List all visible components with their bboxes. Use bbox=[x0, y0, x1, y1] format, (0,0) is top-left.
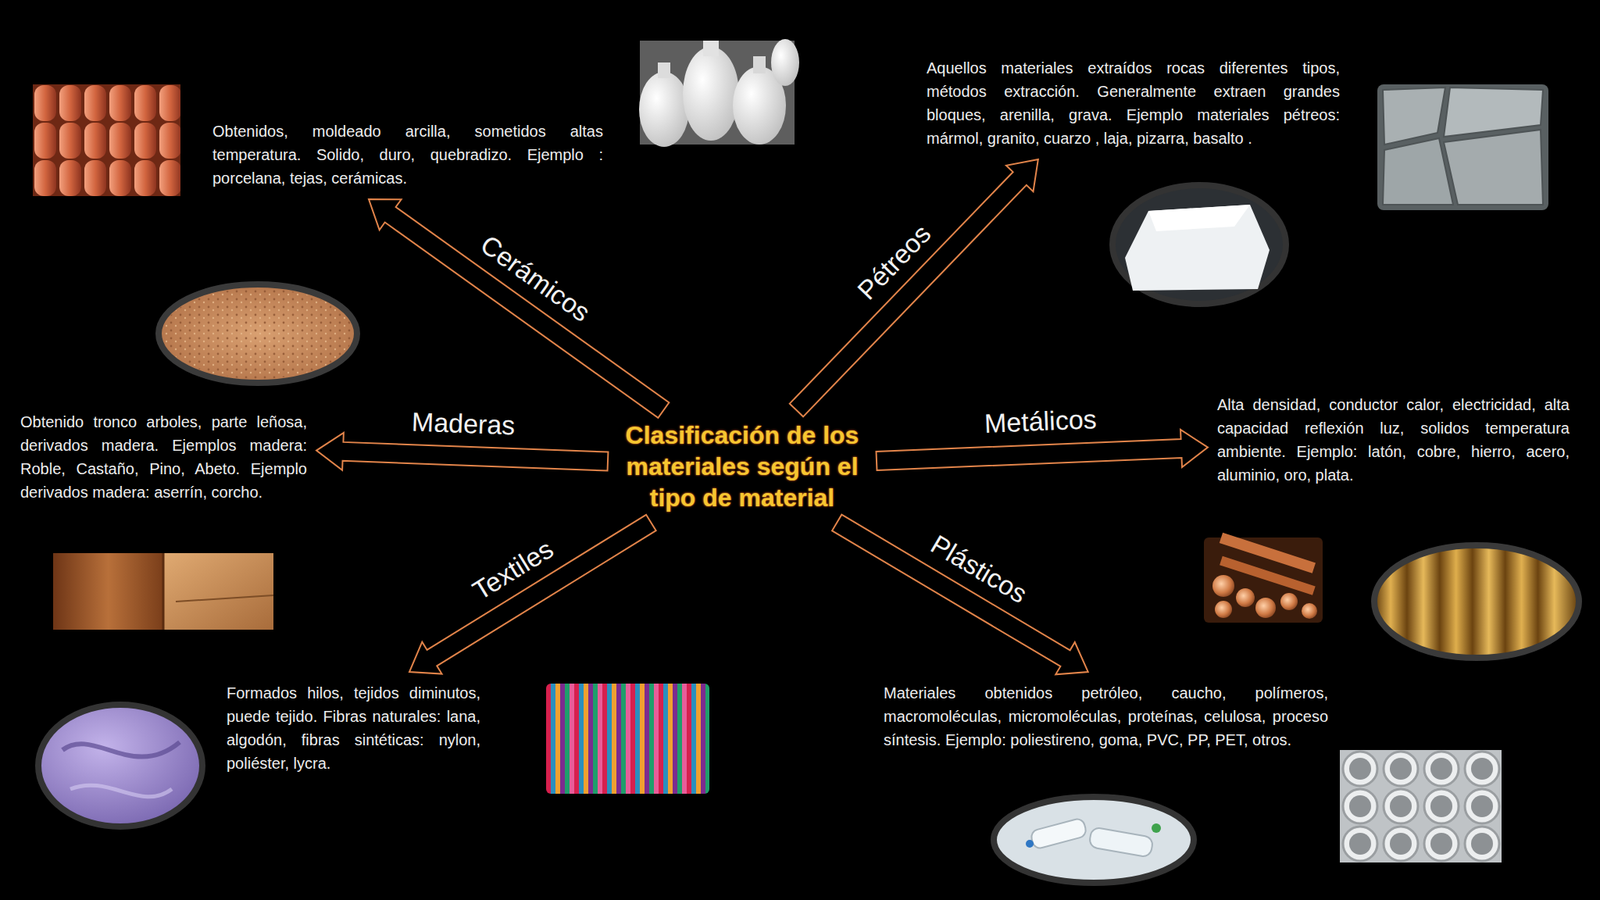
sawdust-photo-part bbox=[162, 288, 354, 379]
copper-rods-photo-part bbox=[1255, 597, 1276, 618]
marble-block-photo bbox=[1112, 185, 1286, 304]
category-label: Textiles bbox=[467, 533, 560, 607]
node-text: Formados hilos, tejidos diminutos, puede… bbox=[226, 681, 481, 775]
fabric-photo-part bbox=[38, 704, 203, 827]
node-text: Aquellos materiales extraídos rocas dife… bbox=[926, 56, 1340, 150]
wood-planks-photo-part bbox=[163, 553, 274, 630]
node-text: Materiales obtenidos petróleo, caucho, p… bbox=[883, 681, 1329, 752]
wood-planks-photo bbox=[53, 553, 274, 630]
brass-tubes-photo-part bbox=[1374, 545, 1579, 658]
fabric-photo-part bbox=[62, 742, 180, 758]
stone-slabs-photo-part bbox=[1382, 138, 1454, 205]
roof-tiles-photo-part bbox=[32, 84, 181, 197]
plastic-bottles-photo-part bbox=[1029, 817, 1088, 850]
plastic-bottles-photo bbox=[993, 796, 1194, 883]
marble-block-photo-part bbox=[1148, 204, 1250, 232]
brass-tubes-photo bbox=[1374, 545, 1579, 658]
category-label: Cerámicos bbox=[475, 228, 597, 328]
plastic-bottles-photo-part bbox=[1088, 826, 1154, 858]
stone-slabs-photo-part bbox=[1377, 84, 1549, 211]
marble-block-photo-part bbox=[1125, 204, 1270, 291]
stone-slabs-photo-part bbox=[1382, 87, 1446, 145]
stone-slabs-photo-part bbox=[1443, 129, 1543, 205]
sawdust-photo-part bbox=[158, 284, 358, 383]
sawdust-photo bbox=[158, 284, 358, 383]
copper-rods-photo-part bbox=[1301, 603, 1318, 619]
vases-photo-part bbox=[753, 56, 766, 74]
vases-photo-part bbox=[703, 40, 719, 57]
wood-planks-photo-part bbox=[162, 553, 165, 630]
wood-planks-photo-part bbox=[175, 595, 274, 602]
vases-photo-part bbox=[682, 46, 740, 141]
node-text: Obtenido tronco arboles, parte leñosa, d… bbox=[20, 410, 308, 504]
copper-rods-photo-part bbox=[1280, 592, 1298, 611]
roof-tiles-photo bbox=[32, 84, 181, 197]
copper-rods-photo bbox=[1203, 532, 1323, 623]
pvc-pipes-photo-part bbox=[1339, 750, 1502, 863]
block-arrow bbox=[789, 159, 1039, 417]
node-text: Clasificación de los materiales según el… bbox=[617, 419, 868, 514]
central-title-node: Clasificación de los materiales según el… bbox=[617, 419, 868, 514]
fabric-photo-part bbox=[70, 785, 172, 797]
stone-slabs-photo-part bbox=[1443, 87, 1543, 137]
wood-planks-photo-part bbox=[53, 553, 164, 630]
pvc-pipes-photo-part bbox=[1339, 750, 1502, 863]
marble-block-photo-part bbox=[1112, 185, 1286, 304]
vases-photo bbox=[639, 39, 800, 147]
category-label: Pétreos bbox=[851, 218, 937, 307]
block-arrow bbox=[409, 514, 657, 675]
description-box: Alta densidad, conductor calor, electric… bbox=[1217, 392, 1570, 487]
description-box: Obtenidos, moldeado arcilla, sometidos a… bbox=[212, 119, 604, 190]
node-text: Obtenidos, moldeado arcilla, sometidos a… bbox=[212, 119, 604, 190]
fabric-photo bbox=[38, 704, 203, 827]
node-text: Alta densidad, conductor calor, electric… bbox=[1217, 392, 1570, 487]
textiles-photo bbox=[546, 683, 710, 794]
category-label: Plásticos bbox=[925, 528, 1033, 610]
vases-photo-part bbox=[771, 39, 800, 86]
description-box: Materiales obtenidos petróleo, caucho, p… bbox=[883, 681, 1329, 752]
plastic-bottles-photo-part bbox=[1151, 823, 1161, 833]
copper-rods-photo-part bbox=[1212, 575, 1235, 597]
copper-rods-photo-part bbox=[1235, 588, 1255, 608]
stone-slabs-photo bbox=[1377, 84, 1549, 211]
roof-tiles-photo-part bbox=[32, 84, 181, 197]
category-label: Maderas bbox=[410, 406, 516, 441]
textiles-photo-part bbox=[546, 683, 710, 794]
description-box: Aquellos materiales extraídos rocas dife… bbox=[926, 56, 1340, 150]
pvc-pipes-photo bbox=[1339, 750, 1502, 863]
copper-rods-photo-part bbox=[1219, 556, 1316, 596]
description-box: Obtenido tronco arboles, parte leñosa, d… bbox=[20, 410, 308, 504]
block-arrow bbox=[368, 199, 669, 418]
plastic-bottles-photo-part bbox=[1025, 839, 1034, 848]
copper-rods-photo-part bbox=[1214, 600, 1233, 618]
block-arrow bbox=[832, 514, 1089, 675]
vases-photo-part bbox=[639, 71, 690, 147]
category-label: Metálicos bbox=[984, 403, 1098, 440]
description-box: Formados hilos, tejidos diminutos, puede… bbox=[226, 681, 481, 775]
vases-photo-part bbox=[657, 62, 671, 79]
plastic-bottles-photo-part bbox=[993, 796, 1194, 883]
